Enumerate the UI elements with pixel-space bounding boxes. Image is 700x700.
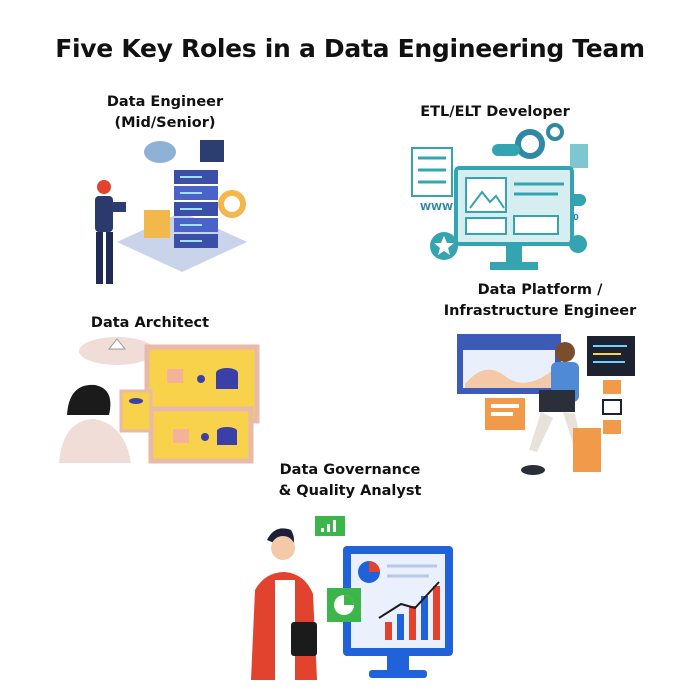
monitor-icon bbox=[200, 140, 224, 162]
role-label-governance-analyst: Data Governance & Quality Analyst bbox=[260, 460, 440, 502]
monitor-stand bbox=[387, 656, 409, 672]
role-label-line: Data Governance bbox=[279, 462, 421, 478]
tool-icon bbox=[603, 420, 621, 434]
etl-developer-illustration: WWW 100 bbox=[411, 123, 588, 270]
list-panel bbox=[411, 147, 453, 197]
role-label-line: Data Architect bbox=[90, 315, 210, 331]
role-label-line: & Quality Analyst bbox=[278, 483, 422, 499]
monitor-stand bbox=[506, 244, 522, 262]
gear-small-icon bbox=[546, 123, 564, 141]
architect-person bbox=[59, 384, 131, 463]
handheld-tablet bbox=[119, 389, 153, 433]
governance-analyst-illustration bbox=[251, 516, 453, 680]
chat-bubble-icon bbox=[492, 144, 520, 156]
platform-engineer-illustration bbox=[457, 334, 635, 475]
tool-icon bbox=[603, 380, 621, 394]
storage-box-icon bbox=[144, 210, 170, 238]
role-label-line: Infrastructure Engineer bbox=[443, 303, 637, 319]
server-rack-icon bbox=[174, 170, 218, 248]
play-button-icon bbox=[569, 235, 587, 253]
platform-person bbox=[521, 342, 601, 475]
role-label-line: Data Platform / bbox=[477, 282, 603, 298]
image-placeholder-icon bbox=[465, 177, 507, 213]
cloud-icon bbox=[144, 141, 176, 163]
role-label-line: (Mid/Senior) bbox=[114, 115, 216, 131]
seat-box bbox=[573, 428, 601, 472]
role-label-data-engineer: Data Engineer (Mid/Senior) bbox=[85, 92, 245, 134]
engineer-person bbox=[95, 180, 126, 284]
document-icon bbox=[570, 144, 588, 168]
pie-ring-icon bbox=[218, 190, 246, 218]
role-label-data-architect: Data Architect bbox=[60, 313, 240, 334]
data-architect-illustration bbox=[59, 337, 260, 464]
role-label-line: Data Engineer bbox=[106, 94, 224, 110]
code-window bbox=[587, 336, 635, 376]
role-label-line: ETL/ELT Developer bbox=[420, 104, 570, 120]
role-label-platform-engineer: Data Platform / Infrastructure Engineer bbox=[430, 280, 650, 322]
www-text: WWW bbox=[420, 202, 453, 213]
page-title: Five Key Roles in a Data Engineering Tea… bbox=[55, 34, 645, 63]
gear-icon bbox=[515, 129, 545, 159]
cloud-icon bbox=[79, 337, 155, 365]
analyst-person bbox=[251, 528, 317, 680]
role-label-etl-developer: ETL/ELT Developer bbox=[405, 102, 585, 123]
data-engineer-illustration bbox=[95, 140, 247, 284]
bar-chart-icon bbox=[378, 581, 440, 640]
code-icon bbox=[602, 399, 622, 415]
tablet-icon bbox=[291, 622, 317, 656]
